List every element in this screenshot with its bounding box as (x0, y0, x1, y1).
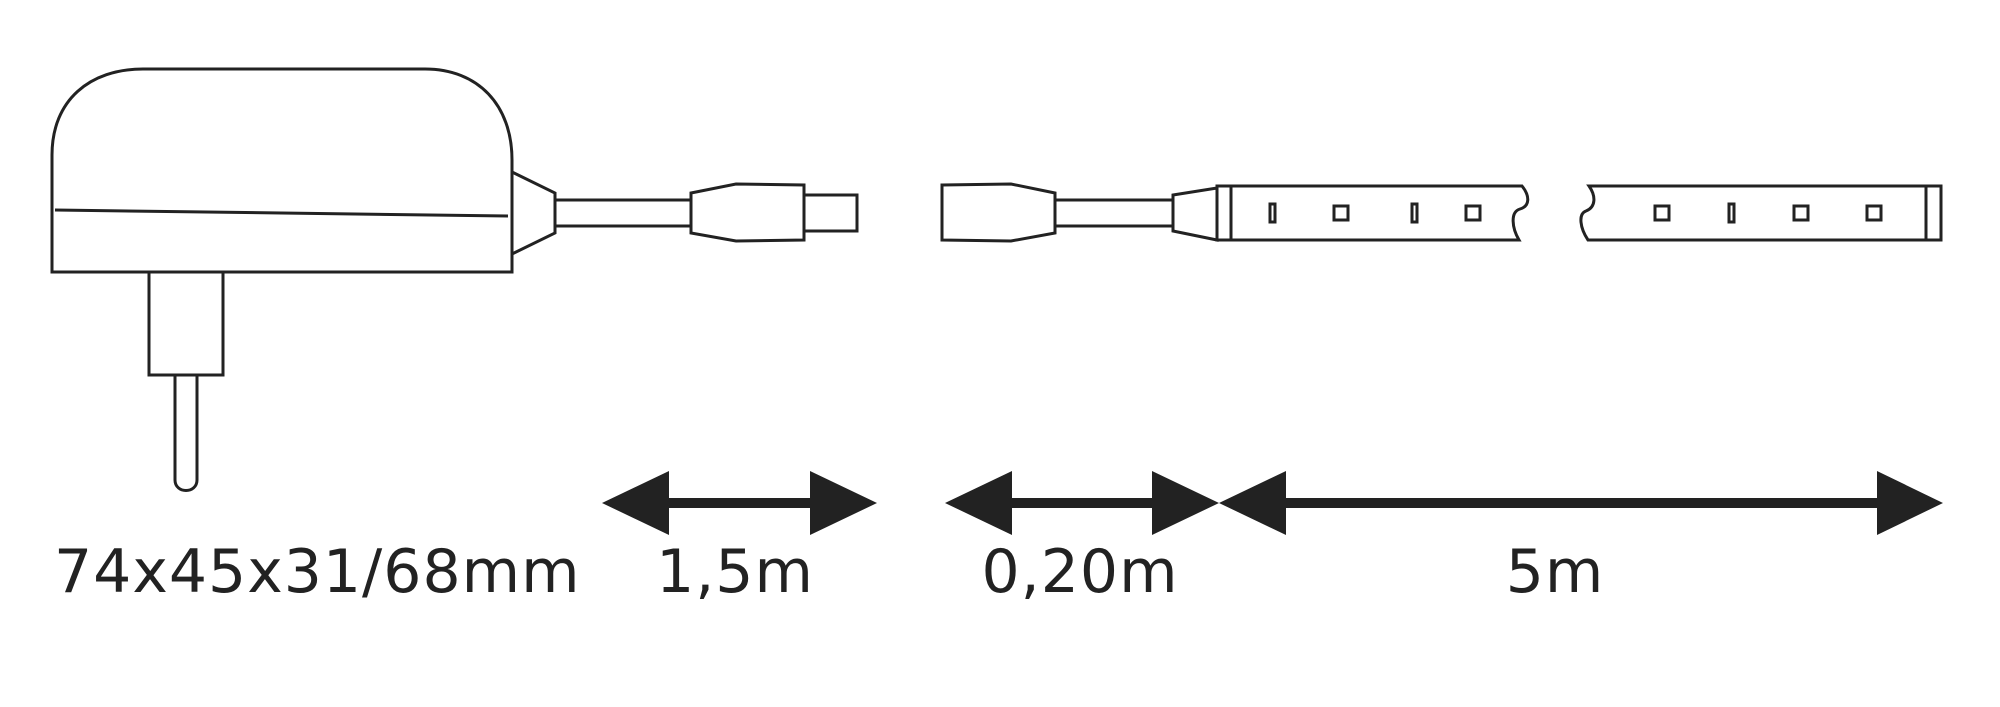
adapter-cable (553, 198, 693, 228)
led-chip (1268, 202, 1277, 224)
led-chip (1464, 204, 1482, 222)
led-strip-segment-end (1579, 184, 1943, 242)
dc-socket-body (940, 182, 1057, 243)
strip-connector (1171, 186, 1219, 242)
led-chip (1792, 204, 1810, 222)
strip-segment-2 (1579, 184, 1943, 242)
plug-base (147, 270, 225, 377)
strip-segment-1 (1215, 184, 1530, 242)
arrowhead-right-icon (810, 471, 877, 535)
dimension-arrow-strip (1219, 471, 1943, 535)
arrowhead-right-icon (1877, 471, 1943, 535)
connector-cable-assembly (940, 182, 1219, 243)
dimension-arrow-adapter-cable (602, 471, 877, 535)
arrowhead-left-icon (945, 471, 1012, 535)
strip-length-label: 5m (1505, 537, 1605, 607)
led-chip (1653, 204, 1671, 222)
led-chip (1865, 204, 1883, 222)
connector-cable-length-label: 0,20m (981, 537, 1179, 607)
adapter-cable-length-label: 1,5m (656, 537, 814, 607)
connector-cable (1053, 198, 1175, 228)
arrowhead-right-icon (1152, 471, 1219, 535)
arrowhead-left-icon (1219, 471, 1286, 535)
plug-pin (173, 373, 199, 492)
adapter-cable-assembly (553, 182, 859, 243)
dimension-arrow-connector-cable (945, 471, 1219, 535)
adapter-seam-line (54, 208, 509, 218)
led-chip (1410, 202, 1419, 224)
adapter-body (50, 67, 514, 274)
led-strip-segment-start (1215, 184, 1530, 242)
dc-plug-body (689, 182, 806, 243)
dc-plug-tip (802, 193, 859, 233)
led-chip (1332, 204, 1350, 222)
power-adapter (50, 67, 557, 492)
adapter-cable-strain-relief (510, 169, 557, 257)
adapter-dimensions-label: 74x45x31/68mm (54, 537, 581, 607)
led-chip (1727, 202, 1736, 224)
arrowhead-left-icon (602, 471, 669, 535)
